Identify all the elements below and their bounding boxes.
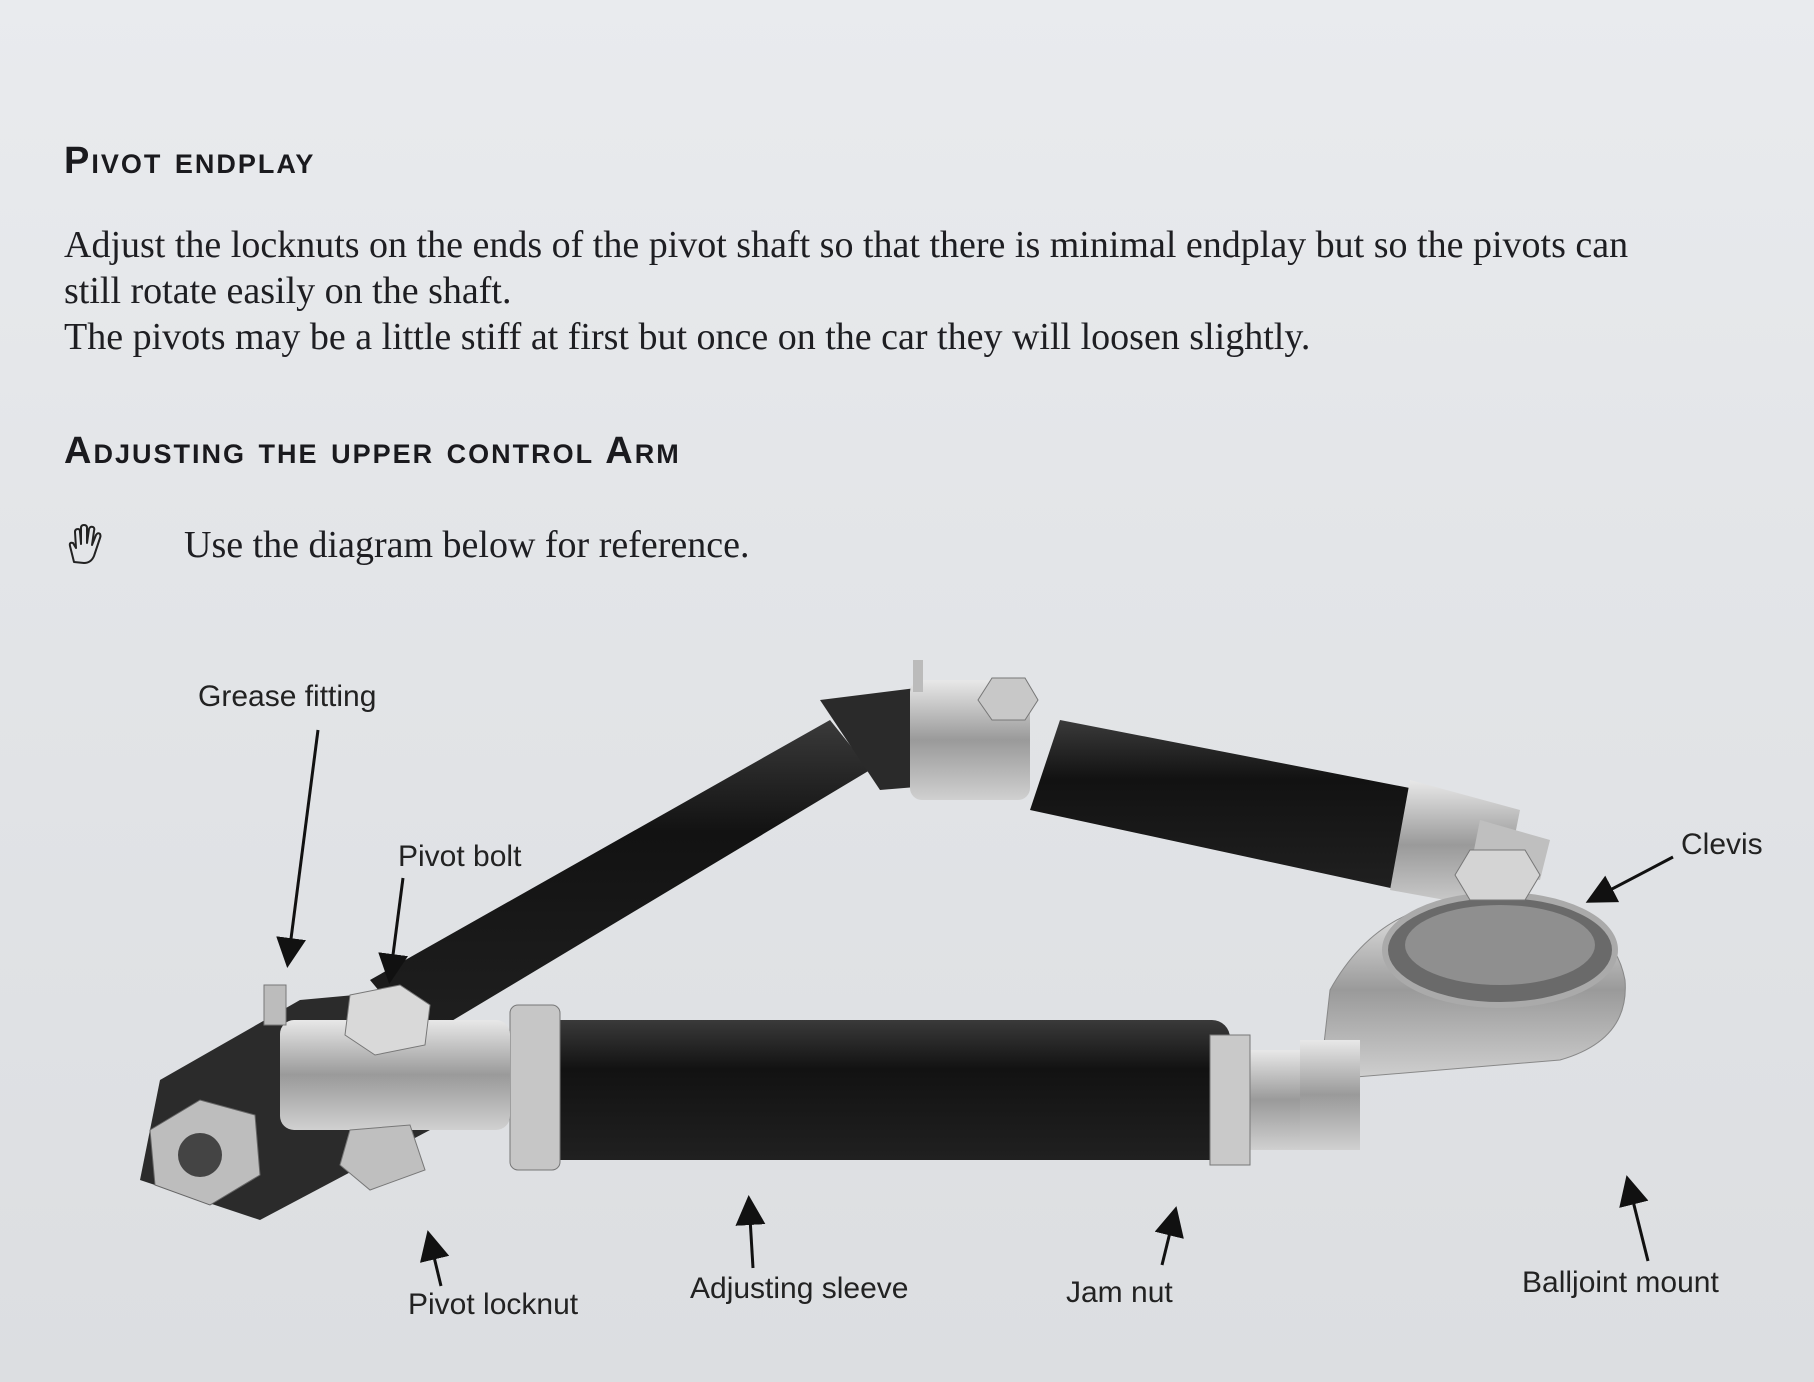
reference-note-text: Use the diagram below for reference. (184, 524, 750, 566)
upper-control-arm-diagram: Grease fitting Pivot bolt Clevis Pivot l… (80, 660, 1780, 1360)
section-heading-upper-control-arm: Adjusting the upper control Arm (64, 430, 681, 472)
arrow-balljoint-mount (1619, 1175, 1650, 1262)
pivot-endplay-paragraph: Adjust the locknuts on the ends of the p… (64, 222, 1784, 360)
lower-sleeve (509, 1004, 1360, 1171)
arrow-pivot-locknut (420, 1230, 450, 1287)
label-grease-fitting: Grease fitting (198, 680, 377, 713)
arrow-pivot-bolt (378, 877, 408, 984)
arrow-adjusting-sleeve (735, 1195, 766, 1269)
paragraph-line: still rotate easily on the shaft. (64, 270, 512, 312)
control-arm-illustration (140, 660, 1674, 1287)
upper-clevis (910, 660, 1039, 800)
arrow-clevis (1585, 855, 1674, 903)
label-balljoint-mount: Balljoint mount (1522, 1266, 1719, 1299)
label-adjusting-sleeve: Adjusting sleeve (690, 1272, 909, 1305)
balljoint-mount-shape (1319, 849, 1626, 1081)
pivot-assembly (140, 984, 510, 1220)
label-clevis: Clevis (1681, 828, 1763, 861)
section-heading-pivot-endplay: Pivot endplay (64, 140, 316, 182)
leader-arrows (276, 729, 1674, 1287)
label-pivot-bolt: Pivot bolt (398, 840, 522, 873)
paragraph-line: Adjust the locknuts on the ends of the p… (64, 224, 1629, 266)
paragraph-line: The pivots may be a little stiff at firs… (64, 316, 1311, 358)
arrow-jam-nut (1154, 1206, 1184, 1266)
arrow-grease-fitting (276, 729, 320, 968)
hand-icon (68, 524, 102, 564)
label-pivot-locknut: Pivot locknut (408, 1288, 579, 1321)
label-jam-nut: Jam nut (1066, 1276, 1173, 1309)
